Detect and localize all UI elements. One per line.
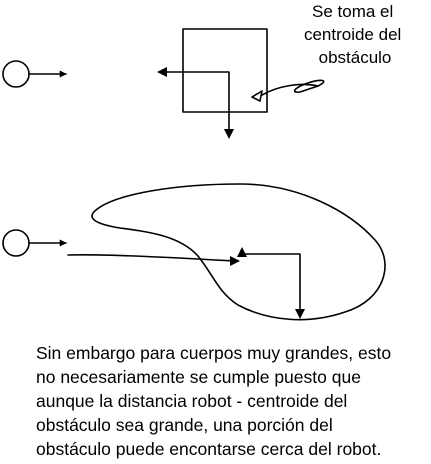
robot-circle-top [2, 60, 30, 88]
caption-line-5: obstáculo puede encontarse cerca del rob… [36, 439, 381, 459]
caption-line-4: obstáculo sea grande, una porción del [36, 415, 333, 435]
annotation-squiggle-tail [251, 90, 263, 102]
annotation-line-1: Se toma el [312, 2, 393, 21]
distance-line [67, 254, 235, 262]
centroid-axes-bottom [241, 253, 301, 314]
centroid-arrowhead-down-bottom [295, 309, 305, 319]
caption-text: Sin embargo para cuerpos muy grandes, es… [36, 343, 396, 459]
caption-line-3: aunque la distancia robot - centroide de… [36, 391, 347, 411]
small-obstacle-square [182, 28, 268, 113]
caption-line-2: no necesariamente se cumple puesto que [36, 367, 361, 387]
large-obstacle-blob [91, 183, 386, 321]
annotation-line-3: obstáculo [319, 48, 392, 67]
scenario-small-obstacle: Se toma el centroide del obstáculo [2, 2, 406, 139]
centroid-arrowhead-up-bottom [237, 247, 247, 257]
annotation-line-2: centroide del [304, 25, 401, 44]
caption-line-1: Sin embargo para cuerpos muy grandes, es… [36, 343, 391, 363]
annotation-label: Se toma el centroide del obstáculo [304, 2, 406, 67]
scenario-large-obstacle [2, 183, 386, 321]
annotation-squiggle-body [293, 79, 325, 93]
robot-circle-bottom [2, 229, 30, 257]
distance-line-arrowhead [230, 256, 240, 266]
annotation-squiggle-pointer [261, 83, 319, 96]
centroid-arrowhead-left-top [157, 67, 167, 77]
centroid-arrowhead-down-top [224, 129, 234, 139]
centroid-axes-top [162, 71, 230, 135]
